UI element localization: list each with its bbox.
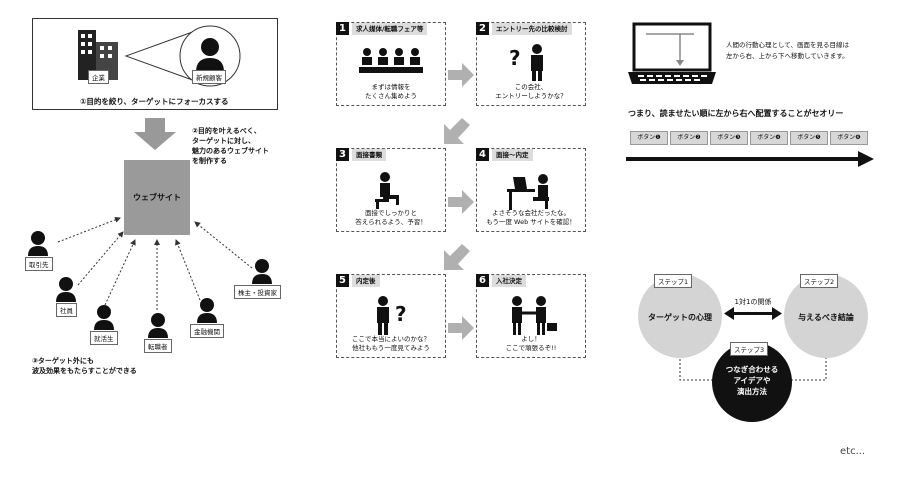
step-box-6: 入社決定 よし！ ここで頑張るぞ!! xyxy=(476,274,586,358)
stakeholder-label: 金融機関 xyxy=(190,324,224,338)
right-arrow-icon xyxy=(448,316,474,340)
down-left-arrow-icon xyxy=(444,118,470,144)
relation-label: 1対1の関係 xyxy=(734,298,772,306)
step3-circle xyxy=(712,342,792,422)
step-number: 5 xyxy=(336,274,349,287)
sample-button-3: ボタン❸ xyxy=(710,131,748,145)
step3-text: つなぎ合わせる アイデアや 演出方法 xyxy=(725,365,779,396)
step-title: 面接書類 xyxy=(352,149,386,161)
seminar-audience-icon xyxy=(359,48,423,73)
step1-text: ターゲットの心理 xyxy=(648,313,712,322)
step1-circle xyxy=(638,274,722,358)
step-caption: ここで本当によいのかな？ 他社ももう一度見てみよう xyxy=(352,335,430,352)
svg-text:?: ? xyxy=(509,46,521,70)
step1-tag: ステップ1 xyxy=(654,274,693,288)
new-customer-label: 新規顧客 xyxy=(192,70,226,84)
stakeholder-label: 株主・投資家 xyxy=(234,285,281,299)
laptop-description: 人間の行動心理として、画面を見る目線は 左から右、上から下へ移動していきます。 xyxy=(726,41,849,60)
step-caption: この会社、 エントリーしようかな？ xyxy=(495,83,567,100)
stakeholder-label: 取引先 xyxy=(25,257,53,271)
step-box-2: エントリー先の比較検討 ? この会社、 エントリーしようかな？ xyxy=(476,22,586,106)
step-number: 6 xyxy=(476,274,489,287)
step3-tag: ステップ3 xyxy=(730,342,769,356)
step2-text: 与えるべき結論 xyxy=(798,313,854,322)
sample-button-6: ボタン❻ xyxy=(830,131,868,145)
step2-circle xyxy=(784,274,868,358)
handshake-icon xyxy=(512,296,557,335)
stakeholder-label: 転職者 xyxy=(144,339,172,353)
right-arrow-icon xyxy=(448,63,474,87)
step-number: 4 xyxy=(476,148,489,161)
etc-label: etc... xyxy=(840,446,866,457)
sample-button-1: ボタン❶ xyxy=(630,131,668,145)
step-caption: まずは情報を たくさん集めよう xyxy=(365,83,417,100)
step-box-3: 面接書類 面接でしっかりと 答えられるよう、予習！ xyxy=(336,148,446,232)
reading-direction-arrow-icon xyxy=(626,151,874,167)
sample-button-2: ボタン❷ xyxy=(670,131,708,145)
down-left-arrow-icon xyxy=(444,244,470,270)
stakeholder-person-icons xyxy=(28,231,272,338)
step-title: 面接～内定 xyxy=(492,149,533,161)
website-box xyxy=(124,160,190,235)
stakeholder-label: 就活生 xyxy=(90,331,118,345)
step2-tag: ステップ2 xyxy=(800,274,839,288)
pondering-person-icon: ? xyxy=(377,296,407,335)
company-label: 企業 xyxy=(88,70,109,84)
caption-focus: ①目的を絞り、ターゲットにフォーカスする xyxy=(80,97,229,106)
svg-text:?: ? xyxy=(395,302,407,326)
caption-ripple-effect: ③ターゲット外にも 波及効果をもたらすことができる xyxy=(32,357,137,375)
step-box-4: 面接～内定 よさそうな会社だったな。 もう一度 Web サイトを確認！ xyxy=(476,148,586,232)
caption-create-website: ②目的を叶えるべく、 ターゲットに対し、 魅力のあるウェブサイト を制作する xyxy=(192,127,269,165)
website-label: ウェブサイト xyxy=(133,193,181,202)
laptop-icon xyxy=(628,22,716,84)
studying-person-icon xyxy=(375,172,399,209)
focus-box xyxy=(32,18,278,110)
stakeholder-label: 社員 xyxy=(56,303,77,317)
down-arrow-icon xyxy=(134,118,176,150)
computer-user-icon xyxy=(507,174,549,210)
step-caption: よし！ ここで頑張るぞ!! xyxy=(505,335,557,352)
step-number: 1 xyxy=(336,22,349,35)
step-title: エントリー先の比較検討 xyxy=(492,23,572,35)
step-title: 求人媒体/転職フェア等 xyxy=(352,23,428,35)
bidirectional-arrow-icon xyxy=(724,307,782,320)
step-title: 入社決定 xyxy=(492,275,526,287)
step-box-5: 内定後 ? ここで本当によいのかな？ 他社ももう一度見てみよう xyxy=(336,274,446,358)
sample-button-5: ボタン❺ xyxy=(790,131,828,145)
step-box-1: 求人媒体/転職フェア等 まずは情報を たくさん集めよう xyxy=(336,22,446,106)
steps-diagram xyxy=(626,151,874,422)
sample-button-4: ボタン❹ xyxy=(750,131,788,145)
layout-theory-heading: つまり、読ませたい順に左から右へ配置することがセオリー xyxy=(628,109,844,118)
step-number: 3 xyxy=(336,148,349,161)
new-customer-icon xyxy=(196,38,224,72)
step-title: 内定後 xyxy=(352,275,380,287)
step-caption: 面接でしっかりと 答えられるよう、予習！ xyxy=(355,209,427,226)
step-number: 2 xyxy=(476,22,489,35)
step-caption: よさそうな会社だったな。 もう一度 Web サイトを確認！ xyxy=(486,209,576,226)
right-arrow-icon xyxy=(448,190,474,214)
thinking-person-icon: ? xyxy=(509,44,543,81)
